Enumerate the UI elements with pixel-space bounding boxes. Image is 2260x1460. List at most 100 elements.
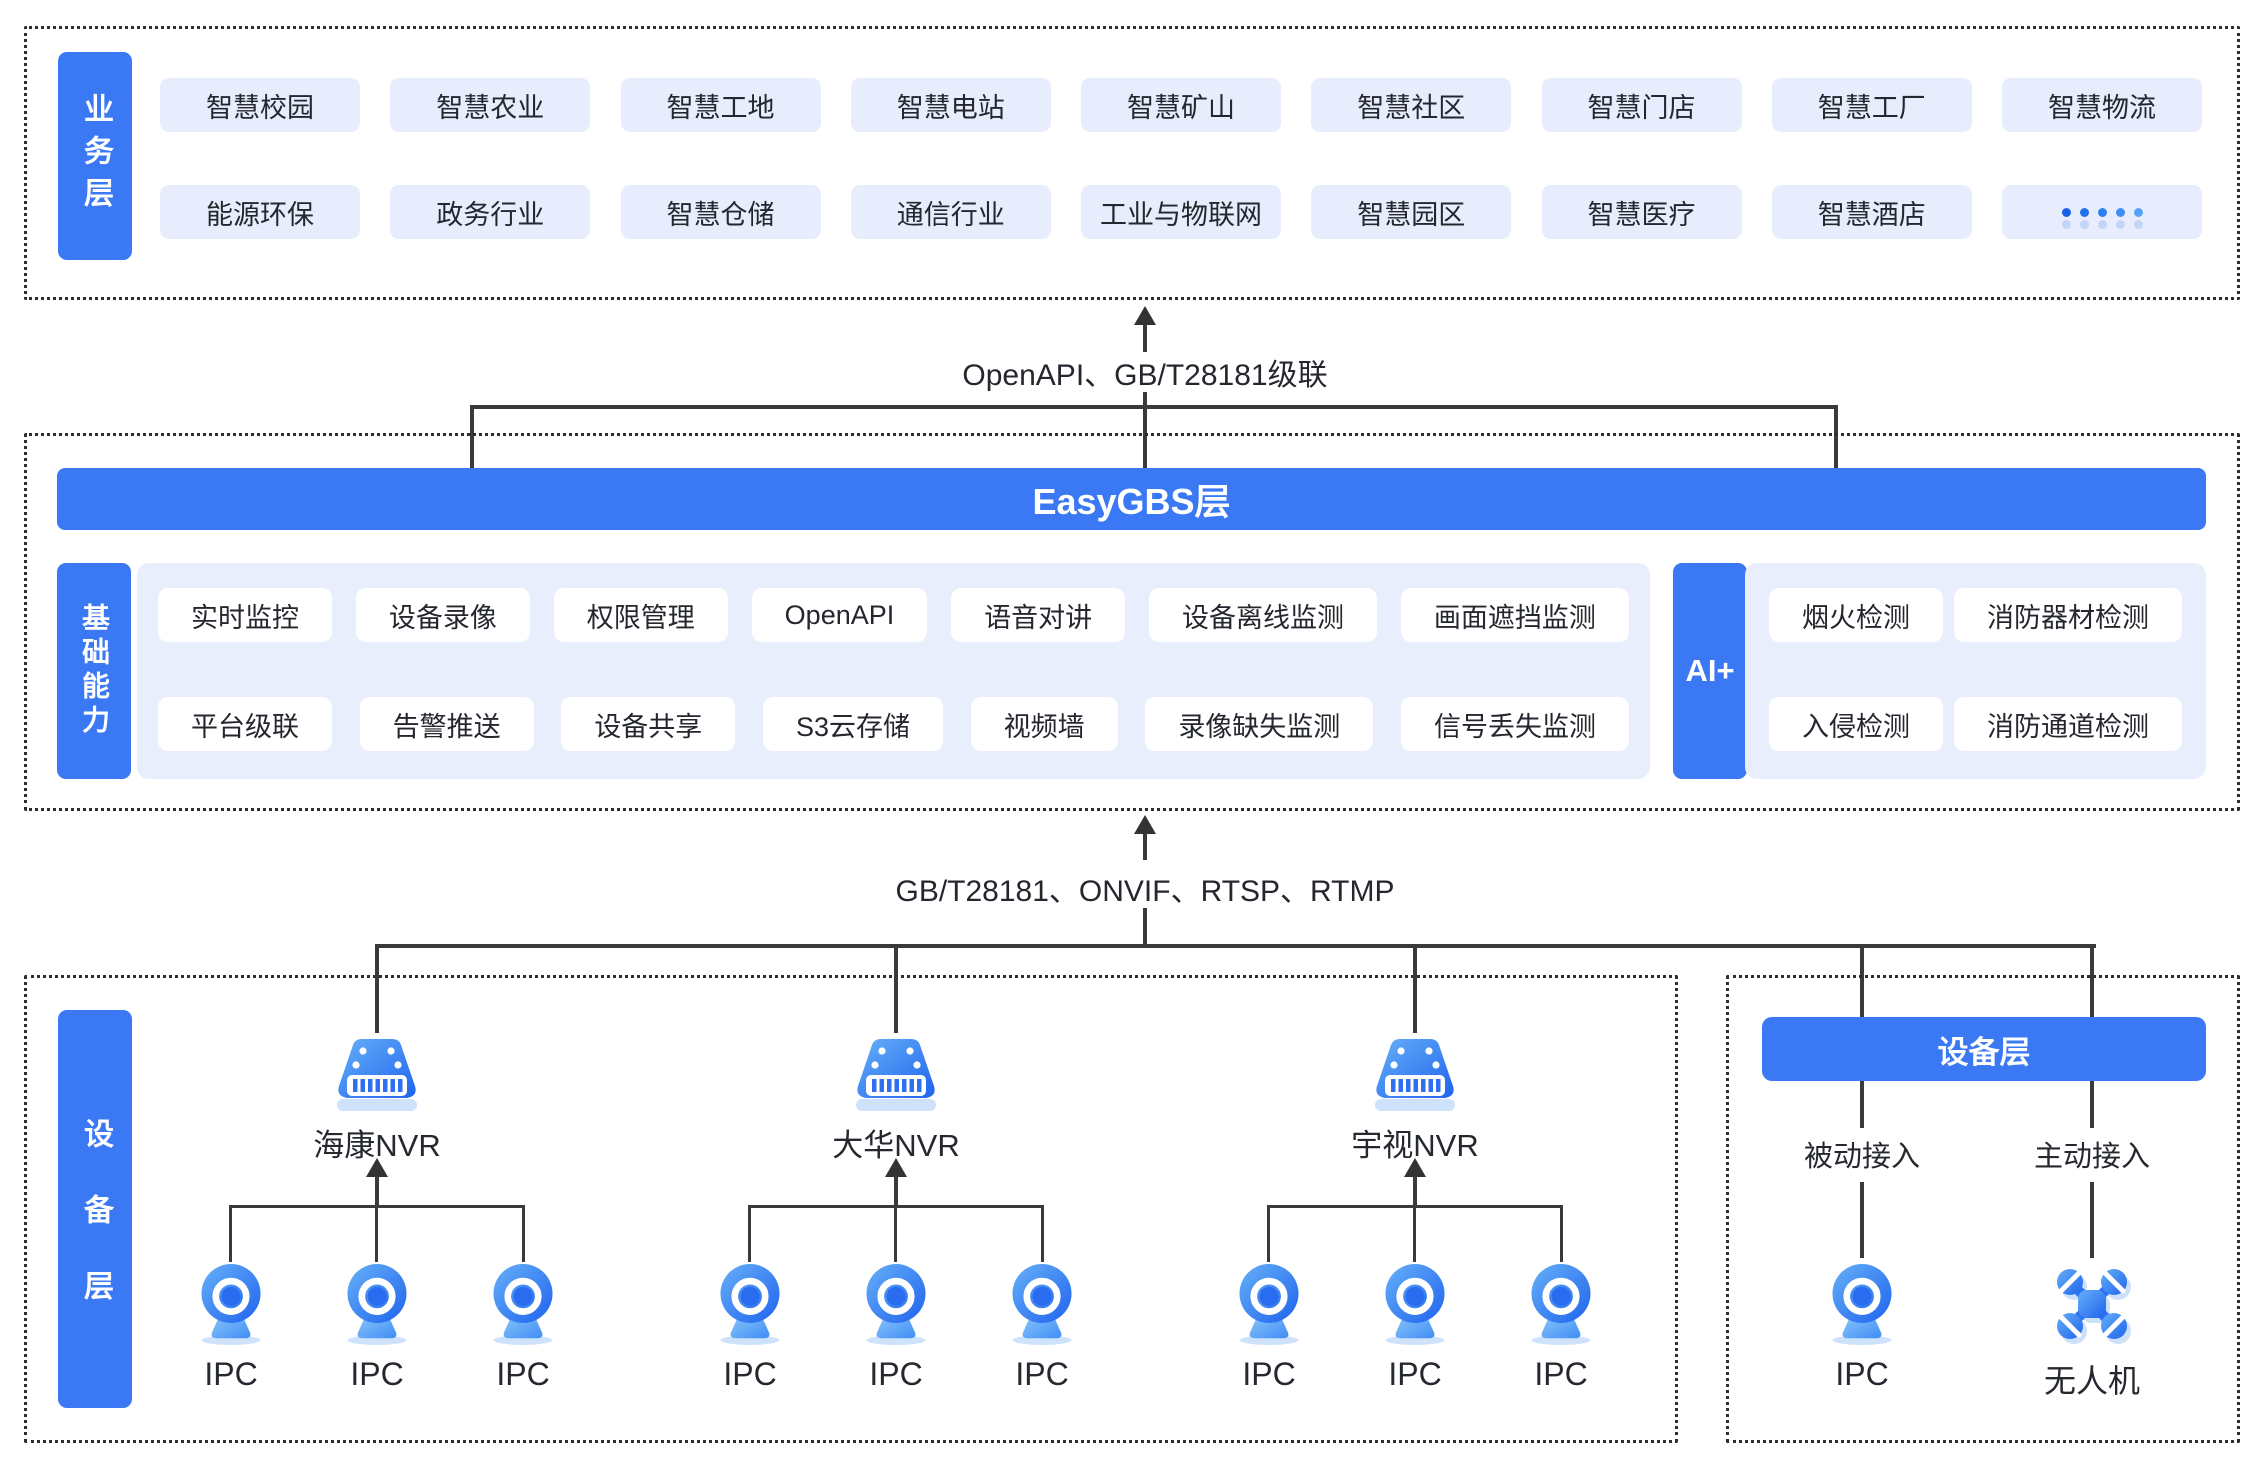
business-chip: 智慧电站	[850, 78, 1051, 132]
capability-chip: 信号丢失监测	[1400, 697, 1629, 751]
branch-line	[1860, 1081, 1864, 1128]
capability-chip: S3云存储	[762, 697, 943, 751]
business-chip: 智慧矿山	[1081, 78, 1281, 132]
ai-chip: 消防通道检测	[1954, 697, 2182, 751]
ai-chip: 烟火检测	[1769, 588, 1943, 642]
business-chip: 智慧仓储	[620, 185, 821, 239]
capability-chip: 录像缺失监测	[1145, 697, 1374, 751]
capability-chip: 告警推送	[359, 697, 534, 751]
nvr-bracket-line	[375, 1176, 379, 1205]
ipc-camera-icon	[337, 1262, 417, 1346]
capability-chip: 画面遮挡监测	[1400, 588, 1629, 642]
ipc-label: IPC	[204, 1356, 258, 1392]
bottom-connector-label: GB/T28181、ONVIF、RTSP、RTMP	[895, 875, 1395, 908]
ai-chip: 消防器材检测	[1954, 588, 2182, 642]
business-chip: 智慧校园	[160, 78, 360, 132]
nvr-recorder-icon	[329, 1033, 425, 1113]
ipc-label: IPC	[723, 1356, 777, 1392]
ai-chip: 入侵检测	[1769, 697, 1943, 751]
business-chip: 能源环保	[160, 185, 360, 239]
top-connector-label: OpenAPI、GB/T28181级联	[962, 359, 1328, 392]
business-chip-row: 智慧校园智慧农业智慧工地智慧电站智慧矿山智慧社区智慧门店智慧工厂智慧物流	[160, 78, 2202, 132]
device-name-label: IPC	[1835, 1356, 1889, 1392]
ipc-camera-icon	[1002, 1262, 1082, 1346]
ipc-label: IPC	[869, 1356, 923, 1392]
business-chip: 智慧酒店	[1771, 185, 1972, 239]
nvr-bracket-line	[894, 1176, 898, 1205]
capability-chip: 设备共享	[561, 697, 736, 751]
bracket-line	[1834, 405, 1838, 468]
ipc-camera-icon	[191, 1262, 271, 1346]
nvr-drop-line	[375, 944, 379, 1033]
business-chip: 工业与物联网	[1081, 185, 1281, 239]
ipc-camera-icon	[483, 1262, 563, 1346]
branch-line	[2090, 1081, 2094, 1128]
ai-chip-row: 入侵检测消防通道检测	[1769, 697, 2182, 751]
connector-line	[1143, 392, 1147, 468]
connector-line	[1143, 324, 1147, 352]
device-bus-line	[375, 944, 2096, 948]
access-mode-label: 被动接入	[1803, 1141, 1920, 1173]
passive-access-branch: 被动接入 IPC	[1752, 944, 1972, 1414]
bracket-line	[470, 405, 474, 468]
connector-line	[1143, 908, 1147, 944]
business-chip: 智慧工厂	[1771, 78, 1972, 132]
easygbs-bar: EasyGBS层	[57, 468, 2206, 530]
business-layer-box	[24, 26, 2240, 300]
device-layer-right-header: 设备层	[1762, 1017, 2206, 1081]
ipc-label: IPC	[1388, 1356, 1442, 1392]
business-chip: 智慧门店	[1541, 78, 1742, 132]
business-chip-row: 能源环保政务行业智慧仓储通信行业工业与物联网智慧园区智慧医疗智慧酒店	[160, 185, 2202, 239]
more-dots-chip	[2002, 185, 2202, 239]
branch-drop-line	[2090, 944, 2094, 1017]
nvr-bracket-line	[748, 1205, 751, 1262]
capability-label: 基础能力	[57, 563, 131, 779]
up-arrow-icon	[366, 1158, 388, 1177]
nvr-bracket-line	[522, 1205, 525, 1262]
device-layer-right-box	[1726, 975, 2240, 1443]
business-chip: 智慧物流	[2002, 78, 2202, 132]
more-dots-icon	[2061, 207, 2143, 217]
nvr-name-label: 大华NVR	[832, 1128, 960, 1163]
device-layer-left-label: 设备层	[58, 1010, 132, 1408]
business-chip: 政务行业	[390, 185, 591, 239]
ipc-camera-icon	[710, 1262, 790, 1346]
ipc-camera-icon	[1229, 1262, 1309, 1346]
ipc-camera-icon	[856, 1262, 936, 1346]
capability-chip: 平台级联	[158, 697, 332, 751]
nvr-name-label: 海康NVR	[313, 1128, 441, 1163]
ipc-camera-icon	[1822, 1262, 1902, 1346]
up-arrow-icon	[1134, 306, 1156, 325]
business-chip: 智慧园区	[1311, 185, 1512, 239]
up-arrow-icon	[1134, 815, 1156, 834]
ai-chip-row: 烟火检测消防器材检测	[1769, 588, 2182, 642]
branch-line	[1860, 1182, 1864, 1258]
nvr-drop-line	[894, 944, 898, 1033]
branch-line	[2090, 1182, 2094, 1258]
capability-chip: 语音对讲	[951, 588, 1126, 642]
business-chip: 智慧社区	[1311, 78, 1512, 132]
nvr-bracket-line	[1267, 1205, 1270, 1262]
capability-chip: 实时监控	[158, 588, 332, 642]
nvr-bracket-line	[229, 1205, 232, 1262]
platform-layer-box	[24, 433, 2240, 811]
nvr-bracket-line	[1413, 1176, 1417, 1205]
capability-chip: 设备离线监测	[1149, 588, 1378, 642]
business-chip: 智慧农业	[390, 78, 591, 132]
nvr-recorder-icon	[848, 1033, 944, 1113]
up-arrow-icon	[1404, 1158, 1426, 1177]
ipc-label: IPC	[1242, 1356, 1296, 1392]
nvr-bracket-line	[1041, 1205, 1044, 1262]
device-layer-left-box	[24, 975, 1678, 1443]
connector-line	[1143, 833, 1147, 860]
business-chip: 通信行业	[850, 185, 1051, 239]
up-arrow-icon	[885, 1158, 907, 1177]
access-mode-label: 主动接入	[2033, 1141, 2150, 1173]
nvr-bracket-line	[1560, 1205, 1563, 1262]
nvr-bracket-line	[1413, 1205, 1416, 1262]
